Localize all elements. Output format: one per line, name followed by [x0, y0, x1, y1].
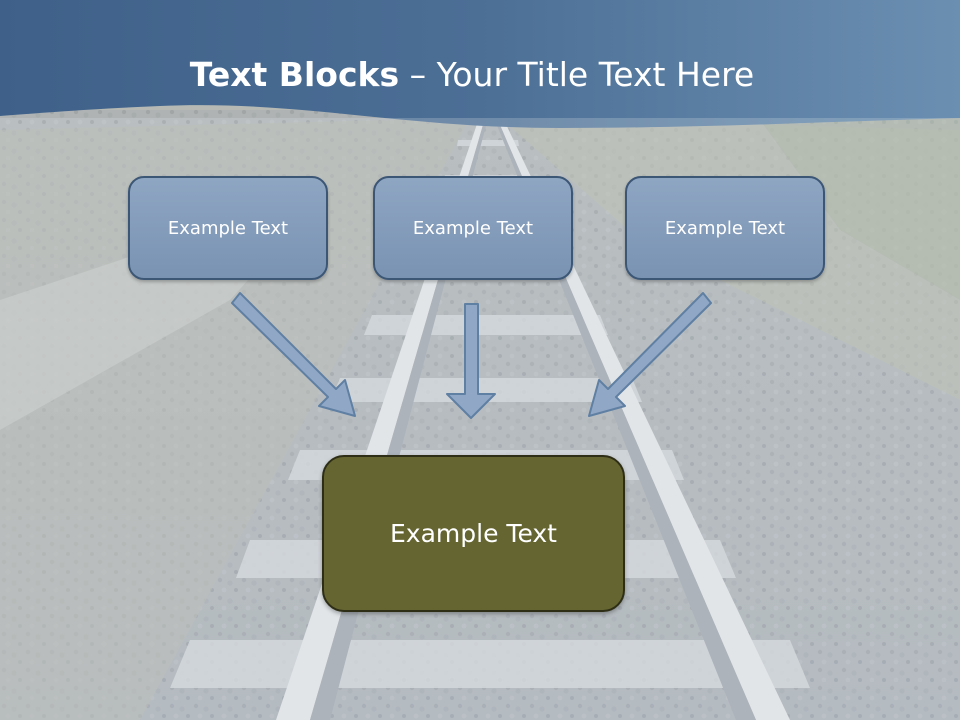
text-block-3-label: Example Text	[664, 217, 786, 239]
text-block-1-label: Example Text	[167, 217, 289, 239]
title-dash: –	[399, 55, 437, 94]
text-block-2[interactable]: Example Text	[373, 176, 573, 280]
title-bold-text: Text Blocks	[189, 55, 400, 94]
slide-title: Text Blocks – Your Title Text Here	[0, 52, 944, 98]
text-block-2-label: Example Text	[412, 217, 534, 239]
main-text-block[interactable]: Example Text	[322, 455, 625, 612]
main-text-block-label: Example Text	[390, 519, 557, 548]
title-rest-text: Your Title Text Here	[436, 55, 755, 94]
text-block-1[interactable]: Example Text	[128, 176, 328, 280]
text-block-3[interactable]: Example Text	[625, 176, 825, 280]
